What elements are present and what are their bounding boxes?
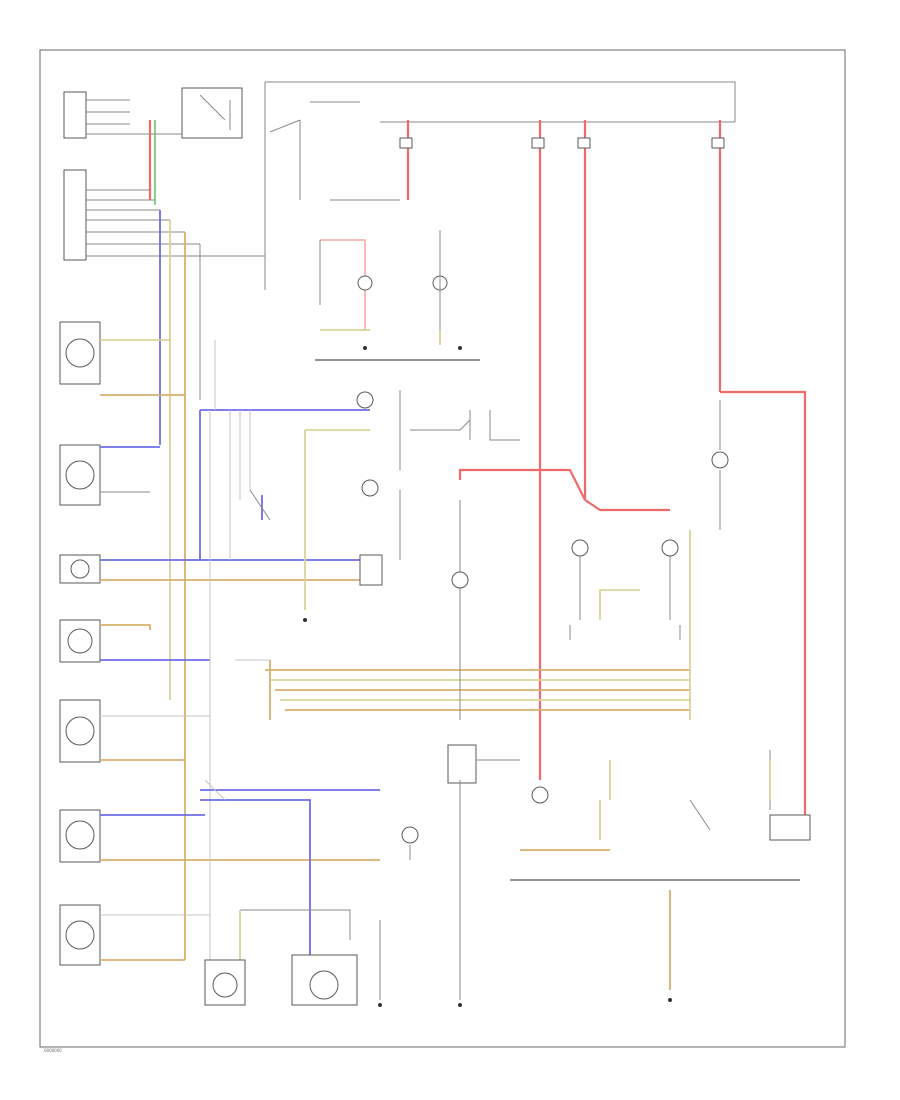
gauge-left-3 xyxy=(59,554,380,584)
right-center-bulbs xyxy=(451,468,681,720)
gauge-left-1 xyxy=(59,321,185,396)
lower-right-module xyxy=(447,744,811,1002)
left-connector-lower xyxy=(63,169,265,960)
gauge-left-6 xyxy=(59,809,380,863)
right-lamp xyxy=(689,390,807,820)
gauge-left-4 xyxy=(59,619,210,663)
center-harness xyxy=(199,340,380,1000)
center-bulbs-mid xyxy=(303,390,520,622)
footer-code: 0000000 xyxy=(44,1048,62,1053)
gauge-left-2 xyxy=(59,444,160,506)
left-connector-top xyxy=(63,91,182,205)
center-bulbs-top xyxy=(315,230,480,361)
gauge-left-7 xyxy=(59,904,210,966)
gauge-left-5 xyxy=(59,699,210,763)
top-power-bus xyxy=(181,81,736,290)
harness-bus-lines xyxy=(235,659,690,720)
diagram-frame xyxy=(39,49,846,1048)
lower-center xyxy=(204,780,462,1007)
fuse-drops xyxy=(399,120,725,780)
